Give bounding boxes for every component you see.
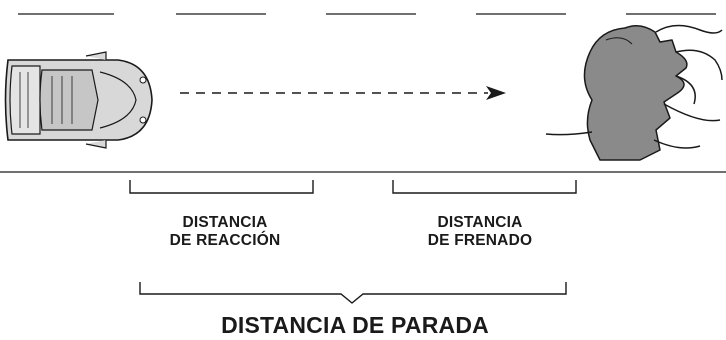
obstacle-icon (545, 24, 723, 161)
reaction-distance-label: DISTANCIA DE REACCIÓN (150, 214, 300, 250)
arrow-icon (180, 86, 506, 100)
braking-distance-bracket (392, 180, 577, 194)
car-icon (4, 51, 153, 149)
reaction-distance-bracket (129, 180, 314, 194)
braking-label-line-1: DISTANCIA (437, 214, 523, 231)
reaction-label-line-1: DISTANCIA (182, 214, 268, 231)
reaction-label-line-2: DE REACCIÓN (169, 232, 281, 249)
braking-label-line-2: DE FRENADO (427, 232, 533, 249)
braking-distance-label: DISTANCIA DE FRENADO (405, 214, 555, 250)
stopping-distance-label: DISTANCIA DE PARADA (221, 312, 489, 338)
stopping-distance-brace (139, 282, 567, 304)
